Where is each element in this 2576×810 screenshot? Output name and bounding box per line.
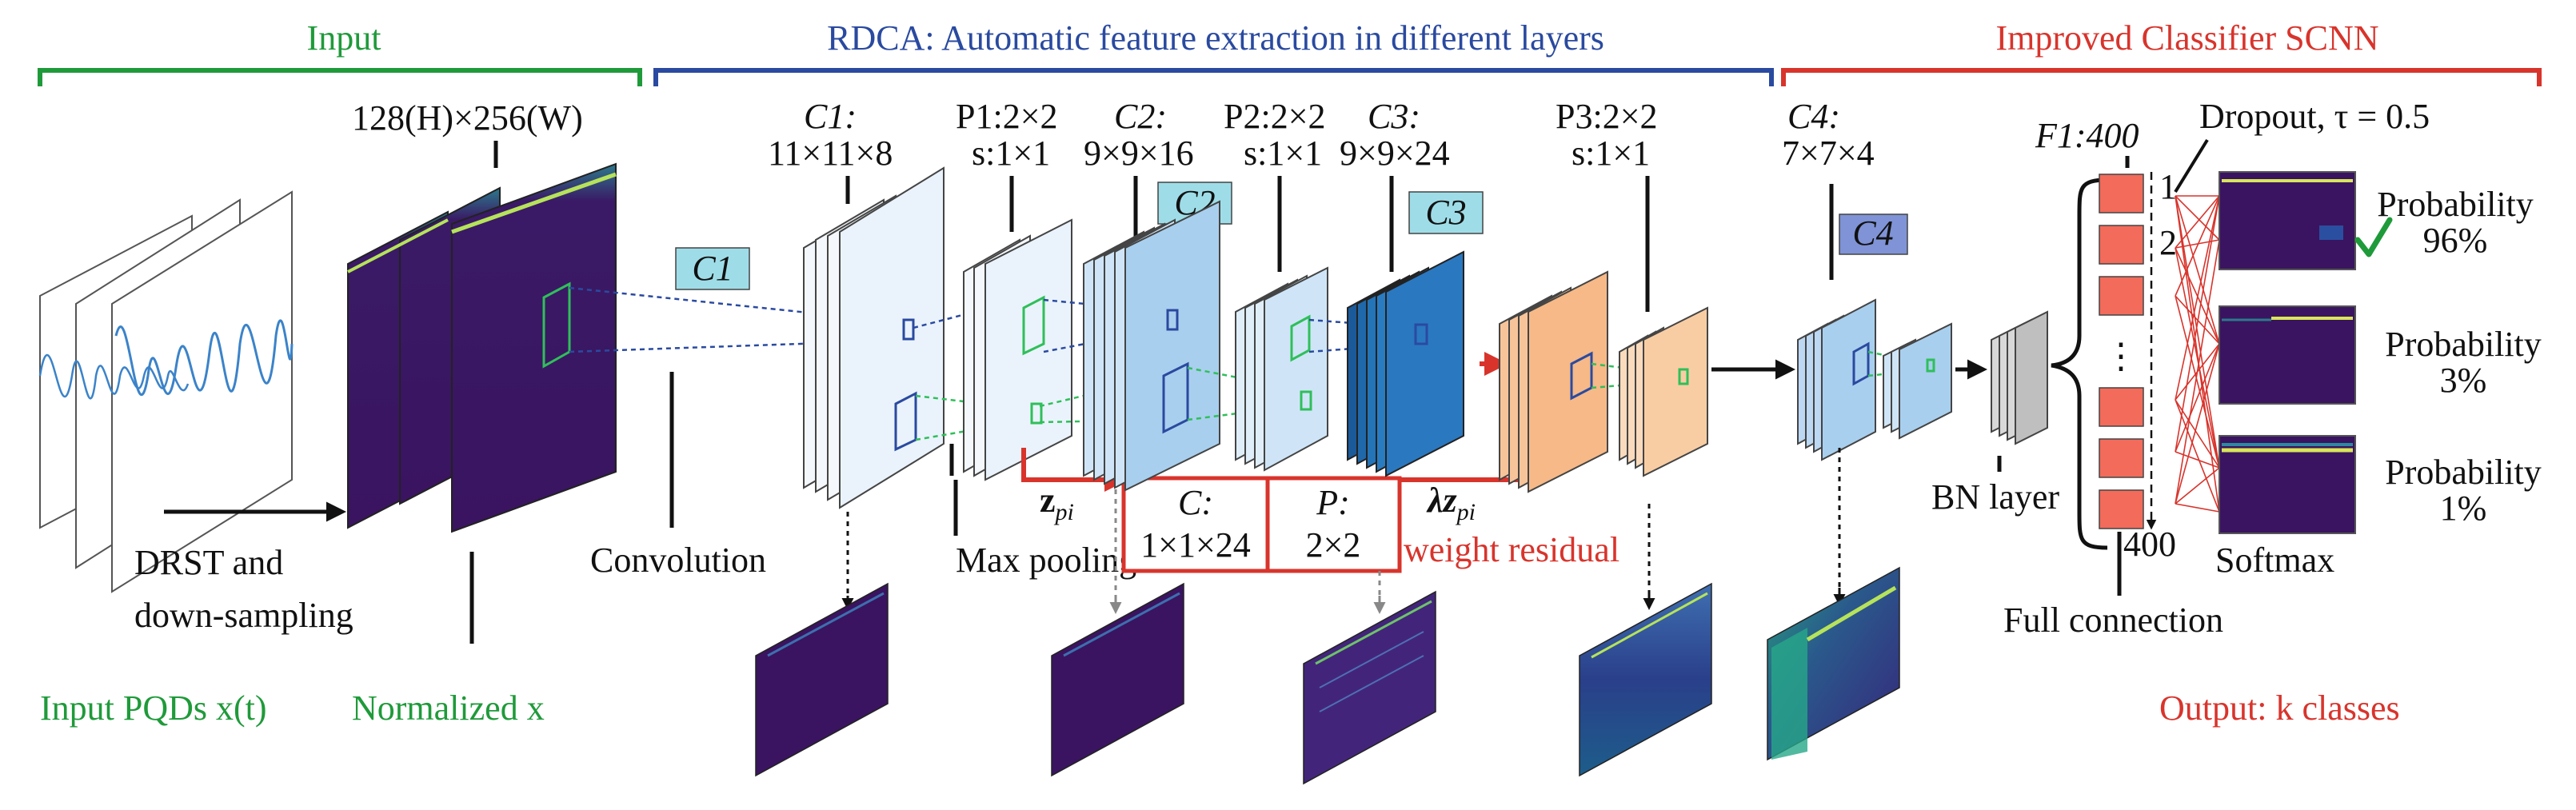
c3-dim: 9×9×24 — [1340, 134, 1450, 173]
softmax-output-3 — [2219, 435, 2356, 534]
c4-pooled-maps — [1883, 322, 1952, 440]
drst-label-line2: down-sampling — [134, 596, 353, 635]
fc-index-400: 400 — [2123, 525, 2176, 564]
c3-badge-label: C3 — [1425, 193, 1466, 232]
input-pqds-label: Input PQDs x(t) — [40, 688, 267, 728]
check-icon — [2354, 217, 2393, 257]
fc-node — [2099, 387, 2144, 427]
convolution-label: Convolution — [590, 541, 766, 580]
output-label: Output: k classes — [2159, 688, 2400, 728]
fc-index-1: 1 — [2159, 167, 2177, 206]
input-section-title: Input — [307, 18, 381, 58]
input-signal-stack — [38, 190, 294, 593]
residual-input-arrow — [1021, 448, 1128, 492]
fc-node — [2099, 276, 2144, 316]
c1-feature-maps — [803, 166, 945, 509]
residual-conv-name: C: — [1178, 483, 1213, 522]
fc-node — [2099, 489, 2144, 529]
c4-badge-label: C4 — [1852, 213, 1893, 253]
p2-output-map — [1303, 590, 1436, 785]
rdca-section-title: RDCA: Automatic feature extraction in di… — [827, 18, 1604, 58]
c3-badge — [1408, 191, 1484, 234]
lambda-z-label: λzpi — [1426, 481, 1476, 525]
fc-node — [2099, 174, 2144, 213]
weight-residual-label: weight residual — [1404, 530, 1619, 569]
input-section-bracket: Input — [38, 18, 642, 86]
fc-index-2: 2 — [2159, 223, 2177, 262]
drst-label-line1: DRST and — [134, 543, 283, 582]
bn-layer-block — [1991, 310, 2048, 445]
p2-name: P2:2×2 — [1224, 97, 1326, 136]
probability-value: 1% — [2440, 489, 2487, 528]
c1-badge — [675, 247, 750, 290]
c2-dim: 9×9×16 — [1084, 134, 1194, 173]
p3-feature-maps — [1619, 306, 1708, 477]
c4-output-map — [1767, 566, 1900, 761]
p2-feature-maps — [1235, 266, 1328, 472]
probability-value: 96% — [2423, 221, 2488, 260]
softmax-output-2 — [2219, 305, 2356, 405]
p1-output-map — [1051, 582, 1184, 777]
residual-block: C: 1×1×24 P: 2×2 — [1121, 476, 1402, 573]
p3-output-map — [1579, 582, 1712, 777]
c3-name: C3: — [1368, 97, 1420, 136]
fc-node — [2099, 438, 2144, 478]
c4-feature-maps — [1797, 298, 1876, 461]
fc-connections — [2175, 195, 2220, 513]
c1-dim: 11×11×8 — [768, 134, 893, 173]
residual-sum-maps — [1499, 270, 1608, 493]
normalized-label: Normalized x — [352, 688, 545, 728]
c4-dim: 7×7×4 — [1782, 134, 1875, 173]
c1-badge-label: C1 — [692, 249, 733, 288]
residual-pool-dim: 2×2 — [1306, 525, 1361, 565]
c1-output-map — [755, 582, 889, 777]
residual-pool-name: P: — [1316, 483, 1350, 522]
p1-name: P1:2×2 — [956, 97, 1058, 136]
classifier-section-title: Improved Classifier SCNN — [1995, 18, 2378, 58]
c2-name: C2: — [1114, 97, 1167, 136]
p3-stride: s:1×1 — [1572, 134, 1650, 173]
c3-feature-maps — [1347, 250, 1464, 477]
fc-node-ellipsis: ⋮ — [2103, 337, 2139, 376]
softmax-label: Softmax — [2215, 541, 2334, 580]
bn-layer-label: BN layer — [1931, 477, 2059, 517]
probability-3: Probability 1% — [2385, 453, 2542, 528]
probability-label: Probability — [2377, 185, 2534, 224]
fc-brace — [2051, 178, 2108, 550]
c4-badge — [1839, 213, 1908, 255]
p2-stride: s:1×1 — [1244, 134, 1322, 173]
c4-name: C4: — [1787, 97, 1840, 136]
probability-1: Probability 96% — [2377, 185, 2534, 260]
p1-feature-maps — [963, 218, 1072, 481]
f1-label: F1:400 — [2035, 116, 2139, 155]
normalized-input-maps — [347, 162, 617, 533]
fc-node-stack: ⋮ — [2099, 174, 2144, 529]
full-connection-label: Full connection — [2003, 601, 2223, 640]
p3-name: P3:2×2 — [1556, 97, 1658, 136]
z-pi-label: zpi — [1040, 481, 1074, 525]
dropout-label: Dropout, τ = 0.5 — [2199, 97, 2430, 136]
fc-node — [2099, 225, 2144, 265]
classifier-section-bracket: Improved Classifier SCNN — [1781, 18, 2542, 86]
probability-value: 3% — [2440, 361, 2487, 400]
p1-stride: s:1×1 — [972, 134, 1050, 173]
rdca-section-bracket: RDCA: Automatic feature extraction in di… — [653, 18, 1774, 86]
probability-label: Probability — [2385, 453, 2542, 492]
input-size-label: 128(H)×256(W) — [352, 98, 583, 138]
c1-name: C1: — [804, 97, 857, 136]
softmax-output-1 — [2219, 171, 2356, 270]
probability-2: Probability 3% — [2385, 325, 2542, 400]
max-pooling-label: Max pooling — [956, 541, 1136, 580]
probability-label: Probability — [2385, 325, 2542, 364]
residual-conv-dim: 1×1×24 — [1140, 525, 1251, 565]
c2-feature-maps — [1083, 200, 1220, 492]
